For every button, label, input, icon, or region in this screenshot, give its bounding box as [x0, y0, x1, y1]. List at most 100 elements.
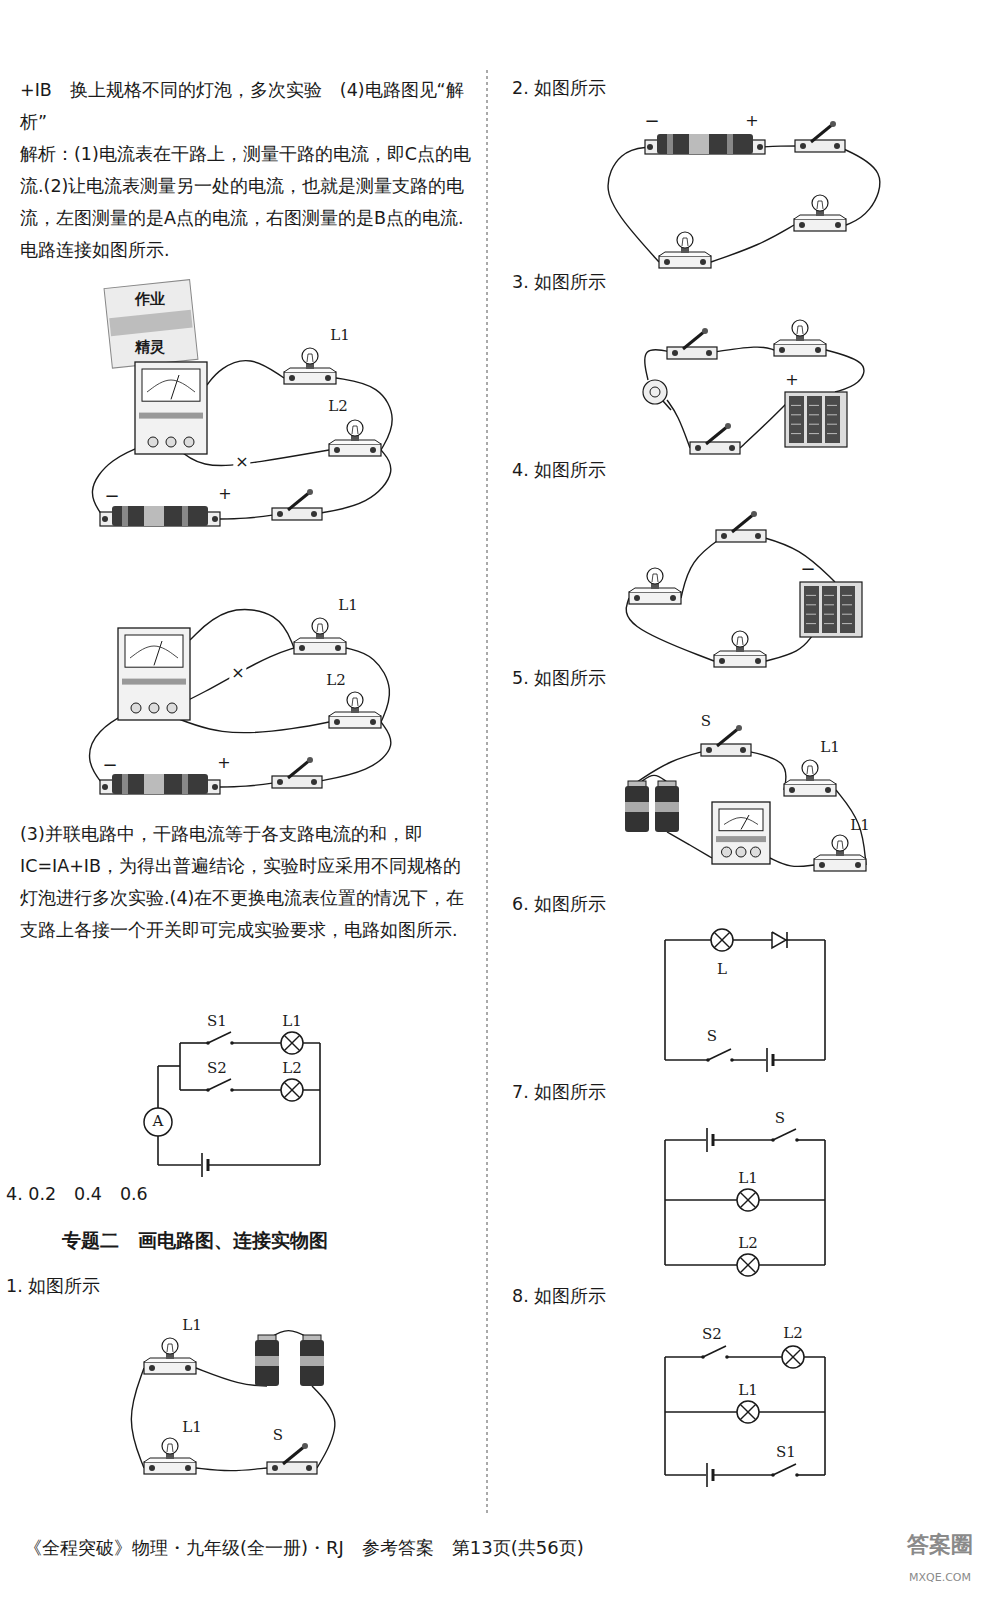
answer-text: 7. 如图所示 — [512, 1082, 606, 1102]
component-label: S2 — [207, 1060, 227, 1077]
watermark-stamp — [104, 280, 198, 369]
lamp-holder — [629, 568, 681, 604]
wire — [207, 361, 284, 385]
wire — [837, 146, 880, 225]
break-mark: × — [233, 453, 250, 471]
wire — [708, 347, 774, 353]
switch-symbol — [206, 1032, 234, 1045]
switch — [667, 328, 717, 359]
ammeter-label: A — [153, 1113, 164, 1130]
lamp-holder — [329, 420, 381, 456]
wire — [770, 858, 814, 866]
lamp-symbol — [737, 1189, 759, 1211]
polarity-mark: + — [218, 485, 231, 503]
wire — [196, 1468, 267, 1471]
wire — [190, 610, 294, 648]
answer-text: 1. 如图所示 — [6, 1276, 100, 1296]
polarity-mark: + — [745, 112, 758, 130]
battery-symbol — [202, 1153, 208, 1177]
ammeter-symbol — [144, 1108, 172, 1136]
wire — [714, 1140, 773, 1141]
component-label: L2 — [326, 672, 346, 689]
wire — [180, 1090, 208, 1091]
wire — [825, 940, 826, 1060]
switch-symbol — [771, 1129, 799, 1142]
switch — [690, 423, 740, 454]
wire — [825, 1357, 826, 1475]
lamp-symbol — [737, 1254, 759, 1276]
wire — [714, 1475, 773, 1476]
battery-symbol — [767, 1048, 773, 1072]
ammeter — [712, 802, 770, 864]
wire — [320, 1043, 321, 1165]
wire — [314, 450, 391, 514]
diode-symbol — [772, 932, 787, 948]
wire — [786, 940, 790, 941]
dry-cell — [625, 781, 649, 832]
switch — [272, 757, 322, 788]
wire — [665, 1140, 666, 1265]
component-label: L2 — [783, 1325, 803, 1342]
component-label: L1 — [850, 817, 870, 834]
lamp-symbol — [281, 1032, 303, 1054]
lamp-holder — [784, 760, 836, 796]
switch-symbol — [706, 1049, 734, 1062]
switch — [267, 1443, 317, 1474]
battery-box — [785, 392, 847, 447]
page-footer: 《全程突破》物理・九年级(全一册)・RJ 参考答案 第13页(共56页) — [24, 1538, 584, 1559]
analysis-text: (3)并联电路中，干路电流等于各支路电流的和，即IC=IA+IB，为得出普遍结论… — [20, 818, 478, 946]
dry-cell — [255, 1335, 279, 1386]
switch-symbol — [206, 1079, 234, 1092]
answer-text: 5. 如图所示 — [512, 668, 606, 688]
battery-holder — [100, 774, 220, 794]
wire — [681, 536, 724, 598]
component-label: L — [717, 961, 727, 978]
component-label: S2 — [702, 1326, 722, 1343]
wire — [215, 514, 280, 519]
polarity-mark: − — [104, 486, 119, 507]
component-label: L1 — [182, 1317, 202, 1334]
battery-holder — [100, 506, 220, 526]
lamp-holder — [814, 835, 866, 871]
section-heading: 专题二 画电路图、连接实物图 — [62, 1230, 328, 1252]
answer-text: 4. 如图所示 — [512, 460, 606, 480]
polarity-mark: − — [800, 559, 815, 580]
wire — [665, 1475, 706, 1476]
battery-symbol — [707, 1463, 713, 1487]
watermark: 答案圈 — [907, 1532, 973, 1557]
wire — [825, 1140, 826, 1265]
wire — [665, 1357, 703, 1358]
wire — [727, 1357, 825, 1358]
lamp-holder — [659, 232, 711, 268]
wire — [774, 1060, 825, 1061]
wire — [667, 400, 690, 448]
wire — [346, 648, 389, 722]
wire — [797, 1140, 825, 1141]
lamp-holder — [794, 195, 846, 231]
wire — [131, 1368, 144, 1468]
wire — [665, 940, 666, 1060]
lamp-symbol — [782, 1346, 804, 1368]
component-label: S — [707, 1028, 717, 1045]
wire — [665, 1140, 706, 1141]
wire — [711, 225, 794, 262]
wire — [826, 350, 864, 392]
watermark-stamp-text: 精灵 — [135, 339, 165, 356]
lamp-holder — [294, 618, 346, 654]
answer-text: +IB 换上规格不同的灯泡，多次实验 (4)电路图见“解析” — [20, 74, 478, 138]
wire — [158, 1165, 201, 1166]
answer-text: 4. 0.2 0.4 0.6 — [6, 1184, 148, 1204]
polarity-mark: + — [217, 754, 230, 772]
component-label: L2 — [282, 1060, 302, 1077]
switch-symbol — [771, 1464, 799, 1477]
lamp-symbol — [711, 929, 733, 951]
wire — [732, 1060, 766, 1061]
watermark: MXQE.COM — [909, 1572, 971, 1585]
break-mark: × — [229, 664, 246, 682]
wire — [770, 940, 772, 941]
wire — [215, 782, 280, 787]
component-label: S1 — [207, 1013, 227, 1030]
wire — [608, 147, 659, 262]
wire — [314, 722, 391, 782]
wire — [626, 598, 714, 661]
